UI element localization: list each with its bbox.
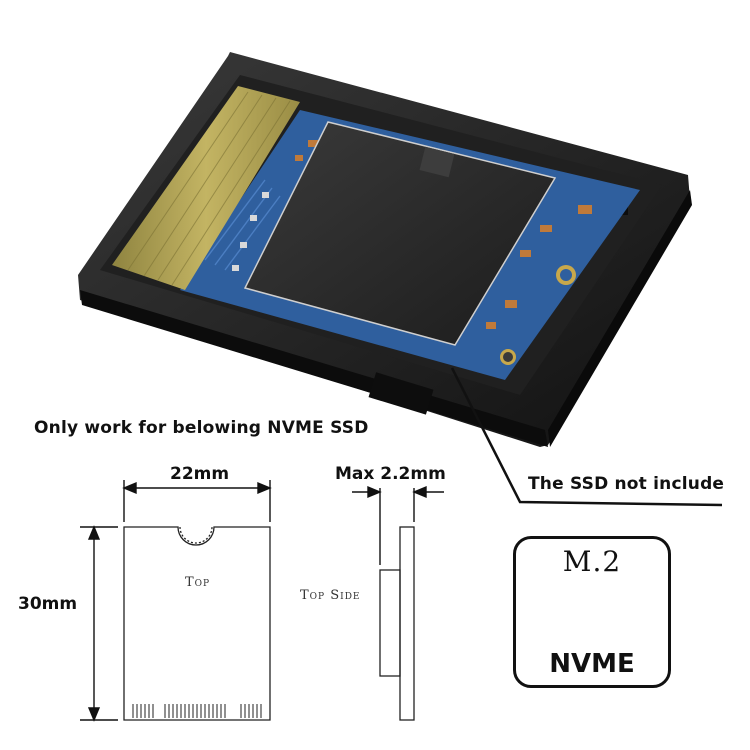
badge-subtitle: NVME <box>549 649 635 679</box>
top-label: Top <box>185 575 211 590</box>
ssd-front-contacts <box>132 704 262 718</box>
callout-line <box>450 367 723 507</box>
width-label: 22mm <box>170 464 230 484</box>
ssd-front-outline <box>123 526 271 721</box>
thickness-dimension <box>352 485 444 565</box>
ssd-side-outline <box>379 526 415 721</box>
height-dimension <box>80 525 118 722</box>
width-dimension <box>122 480 272 522</box>
thickness-label: Max 2.2mm <box>335 464 446 484</box>
ssd-not-included-note: The SSD not include <box>528 474 725 494</box>
height-label: 30mm <box>18 594 78 614</box>
badge-title: M.2 <box>562 545 622 578</box>
compatibility-note: Only work for belowing NVME SSD <box>34 418 369 438</box>
m2-nvme-badge: M.2 NVME <box>513 536 671 688</box>
top-side-label: Top Side <box>300 588 361 603</box>
ssd-chip <box>243 121 557 346</box>
